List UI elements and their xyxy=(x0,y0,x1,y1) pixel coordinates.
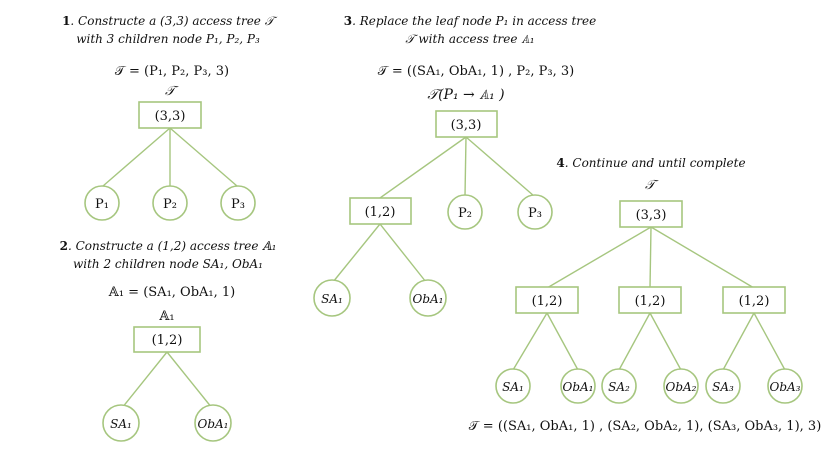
step-2-root-label: (1,2) xyxy=(152,333,183,348)
step-2-number: 2 xyxy=(60,239,68,253)
edge xyxy=(102,127,171,187)
step-3-leaf-node xyxy=(517,194,553,230)
step-3-title-line2: 𝒯 with access tree 𝔸₁ xyxy=(405,32,534,46)
step-2-leaf-label: SA₁ xyxy=(110,417,132,431)
step-2-leaf-node xyxy=(102,404,140,442)
step-4-mid-label: (1,2) xyxy=(739,294,770,309)
step-4-leaf-label: SA₂ xyxy=(608,380,630,394)
step-1-leaf-label: P₃ xyxy=(231,197,245,212)
step-1-title-line2: with 3 children node P₁, P₂, P₃ xyxy=(76,32,260,46)
edge xyxy=(650,226,755,289)
step-3-subleaf-node xyxy=(409,279,447,317)
step-2-formula: 𝔸₁ = (SA₁, ObA₁, 1) xyxy=(108,285,235,300)
edge xyxy=(464,136,467,197)
step-1: 1. Constructe a (3,3) access tree 𝒯 with… xyxy=(62,14,278,221)
edge xyxy=(722,312,755,371)
edge xyxy=(753,312,786,371)
step-3-mid-label: (1,2) xyxy=(365,205,396,220)
step-4-mid-node xyxy=(618,286,682,314)
edge xyxy=(649,312,682,371)
step-1-root-node xyxy=(138,101,202,129)
step-3-leaf-node xyxy=(447,194,483,230)
step-4-leaf-label: ObA₁ xyxy=(563,380,594,394)
step-2-leaf-label: ObA₁ xyxy=(198,417,229,431)
edge xyxy=(512,312,548,371)
step-1-number: 1 xyxy=(62,14,70,28)
edge xyxy=(332,223,381,283)
step-4-formula: 𝒯 = ((SA₁, ObA₁, 1) , (SA₂, ObA₂, 1), (S… xyxy=(469,419,822,434)
svg-text:2. Constructe a (1,2) access t: 2. Constructe a (1,2) access tree 𝔸₁ xyxy=(60,239,277,253)
step-4-leaf-node xyxy=(601,368,637,404)
edge xyxy=(546,312,579,371)
svg-text:1. Constructe a (3,3) access t: 1. Constructe a (3,3) access tree 𝒯 xyxy=(62,14,278,28)
step-4-leaf-node xyxy=(560,368,596,404)
step-3-tree-label: 𝒯(P₁ → 𝔸₁ ) xyxy=(427,87,504,103)
edge xyxy=(618,312,651,371)
step-1-leaf-label: P₁ xyxy=(95,197,109,212)
step-4-mid-node xyxy=(515,286,579,314)
step-4-tree-label: 𝒯 xyxy=(645,178,659,193)
step-3-root-node xyxy=(435,110,498,138)
edge xyxy=(169,127,238,187)
step-1-title-line1: . Constructe a (3,3) access tree 𝒯 xyxy=(70,14,277,28)
step-4-leaf-label: SA₁ xyxy=(502,380,524,394)
step-4-leaf-node xyxy=(767,368,803,404)
step-3-subleaf-label: SA₁ xyxy=(321,292,343,306)
step-3-formula: 𝒯 = ((SA₁, ObA₁, 1) , P₂, P₃, 3) xyxy=(378,64,574,79)
step-3-leaf-label: P₂ xyxy=(458,206,472,221)
step-4-title-line1: . Continue and until complete xyxy=(565,156,746,170)
step-1-formula: 𝒯 = (P₁, P₂, P₃, 3) xyxy=(115,64,229,79)
step-2-leaf-node xyxy=(194,404,232,442)
step-4-root-label: (3,3) xyxy=(636,208,667,223)
step-4-mid-node xyxy=(722,286,786,314)
step-4-mid-label: (1,2) xyxy=(635,294,666,309)
step-2-title-line2: with 2 children node SA₁, ObA₁ xyxy=(73,257,263,271)
step-1-tree-label: 𝒯 xyxy=(165,84,179,99)
step-3-subleaf-node xyxy=(313,279,351,317)
step-4-leaf-node xyxy=(705,368,741,404)
edge xyxy=(166,351,213,409)
step-4-leaf-label: ObA₂ xyxy=(666,380,697,394)
step-1-leaf-node xyxy=(152,185,188,221)
step-4-root-node xyxy=(619,200,683,228)
step-1-root-label: (3,3) xyxy=(155,109,186,124)
step-1-leaf-node xyxy=(84,185,120,221)
svg-text:4. Continue and until complete: 4. Continue and until complete xyxy=(556,156,745,170)
step-4-leaf-node xyxy=(663,368,699,404)
step-3-leaf-label: P₃ xyxy=(528,206,542,221)
step-3-subleaf-label: ObA₁ xyxy=(413,292,444,306)
step-4: 4. Continue and until complete 𝒯 (3,3) (… xyxy=(469,156,822,434)
edge xyxy=(379,136,467,199)
step-2-root-node xyxy=(133,326,201,353)
step-4-leaf-node xyxy=(495,368,531,404)
step-4-mid-label: (1,2) xyxy=(532,294,563,309)
edge xyxy=(649,226,652,289)
edge xyxy=(546,226,652,289)
step-4-leaf-label: SA₃ xyxy=(712,380,734,394)
step-3-title-line1: . Replace the leaf node P₁ in access tre… xyxy=(352,14,596,28)
step-2-title-line1: . Constructe a (1,2) access tree 𝔸₁ xyxy=(68,239,276,253)
step-4-leaf-label: ObA₃ xyxy=(770,380,801,394)
edge xyxy=(121,351,168,409)
step-3-mid-node xyxy=(349,197,412,225)
step-2: 2. Constructe a (1,2) access tree 𝔸₁ wit… xyxy=(60,239,277,442)
step-1-leaf-node xyxy=(220,185,256,221)
step-3: 3. Replace the leaf node P₁ in access tr… xyxy=(313,14,596,317)
step-1-leaf-label: P₂ xyxy=(163,197,177,212)
edge xyxy=(465,136,535,197)
step-4-number: 4 xyxy=(556,156,564,170)
svg-text:3. Replace the leaf node P₁ in: 3. Replace the leaf node P₁ in access tr… xyxy=(344,14,596,28)
edge xyxy=(379,223,427,283)
step-3-root-label: (3,3) xyxy=(451,118,482,133)
step-3-number: 3 xyxy=(344,14,352,28)
step-2-tree-label: 𝔸₁ xyxy=(158,309,174,324)
